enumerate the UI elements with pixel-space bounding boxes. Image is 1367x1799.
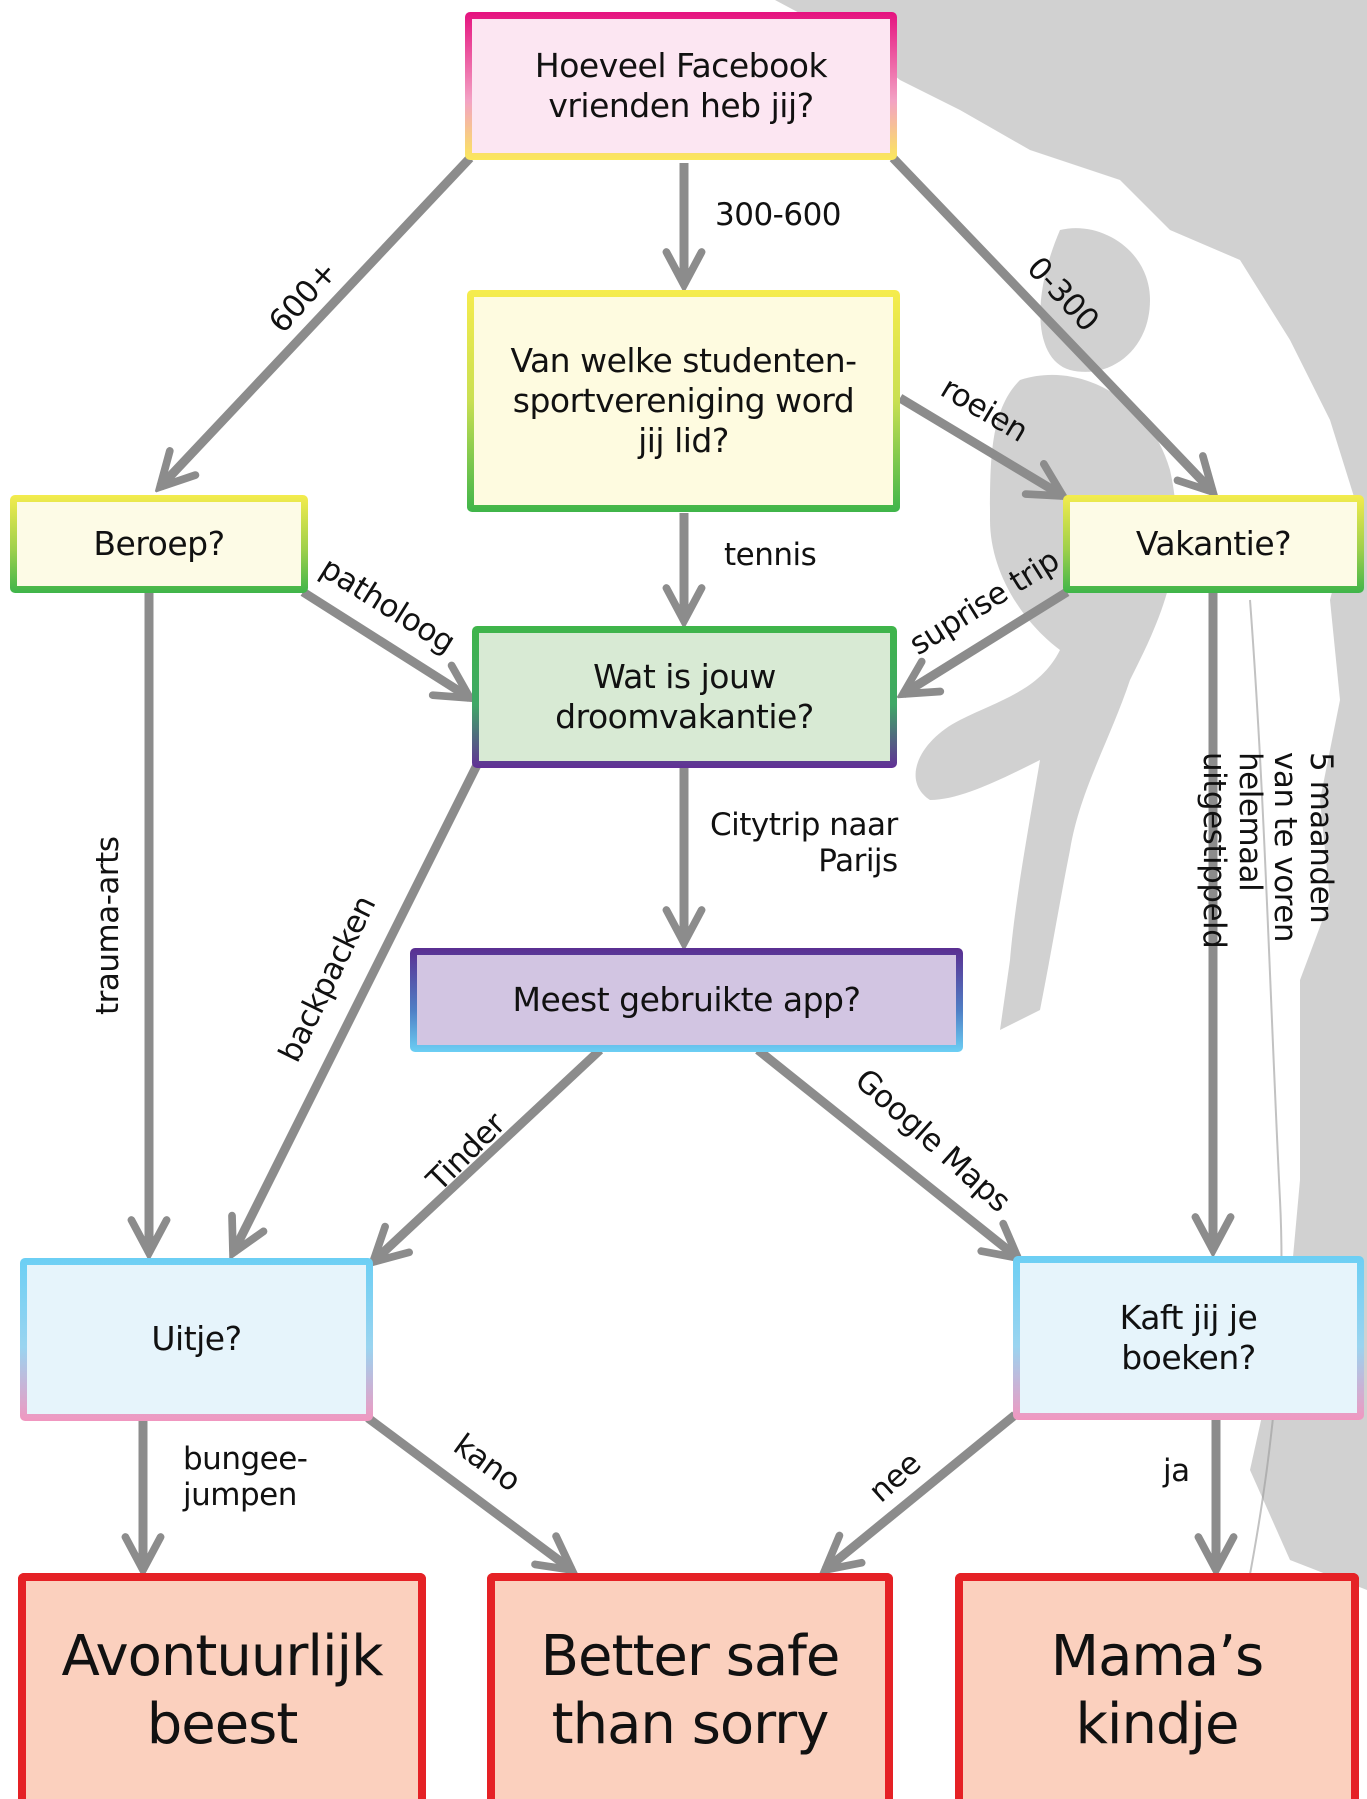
node-sport-association: Van welke studenten- sportvereniging wor… — [467, 290, 900, 512]
result-better-safe-text: Better safe than sorry — [540, 1624, 841, 1758]
result-better-safe: Better safe than sorry — [487, 1573, 893, 1799]
edge-label-ja: ja — [1163, 1453, 1190, 1489]
edge-label-trauma-arts: trauma-arts — [90, 836, 126, 1015]
node-sport-association-text: Van welke studenten- sportvereniging wor… — [510, 340, 857, 461]
node-kaft-boeken-text: Kaft jij je boeken? — [1119, 1297, 1258, 1377]
edge-label-300-600: 300-600 — [715, 197, 842, 233]
node-droomvakantie-text: Wat is jouw droomvakantie? — [555, 656, 814, 736]
result-mamas-kindje: Mama’s kindje — [955, 1573, 1359, 1799]
arrow-kano — [365, 1414, 572, 1570]
arrow-nee — [825, 1411, 1018, 1570]
arrow-roeien — [897, 394, 1063, 496]
edge-label-citytrip: Citytrip naar Parijs — [710, 807, 898, 879]
node-droomvakantie: Wat is jouw droomvakantie? — [472, 626, 897, 768]
arrow-600plus — [160, 154, 474, 487]
node-meest-gebruikte-app-text: Meest gebruikte app? — [512, 979, 861, 1019]
edge-label-5-maanden: 5 maanden van te voren helemaal uitgesti… — [1196, 752, 1339, 949]
node-beroep: Beroep? — [10, 495, 308, 593]
node-vakantie: Vakantie? — [1063, 495, 1364, 593]
node-vakantie-text: Vakantie? — [1135, 523, 1292, 563]
result-avontuurlijk-beest-text: Avontuurlijk beest — [61, 1624, 384, 1758]
result-avontuurlijk-beest: Avontuurlijk beest — [18, 1573, 426, 1799]
edge-label-tennis: tennis — [724, 537, 817, 573]
result-mamas-kindje-text: Mama’s kindje — [1050, 1624, 1264, 1758]
arrow-google-maps — [755, 1046, 1018, 1258]
node-uitje: Uitje? — [20, 1258, 373, 1421]
node-facebook-friends: Hoeveel Facebook vrienden heb jij? — [465, 12, 897, 160]
arrow-backpacken — [233, 760, 483, 1253]
node-uitje-text: Uitje? — [151, 1319, 242, 1359]
node-beroep-text: Beroep? — [93, 523, 225, 563]
arrows — [143, 154, 1216, 1570]
node-kaft-boeken: Kaft jij je boeken? — [1013, 1256, 1364, 1420]
node-meest-gebruikte-app: Meest gebruikte app? — [410, 948, 963, 1052]
arrow-suprise-trip — [903, 588, 1070, 694]
arrow-tinder — [373, 1046, 604, 1262]
node-facebook-friends-text: Hoeveel Facebook vrienden heb jij? — [534, 45, 828, 125]
edge-label-bungee: bungee- jumpen — [183, 1441, 308, 1513]
arrow-patholoog — [300, 588, 470, 698]
arrow-0-300 — [889, 154, 1213, 492]
